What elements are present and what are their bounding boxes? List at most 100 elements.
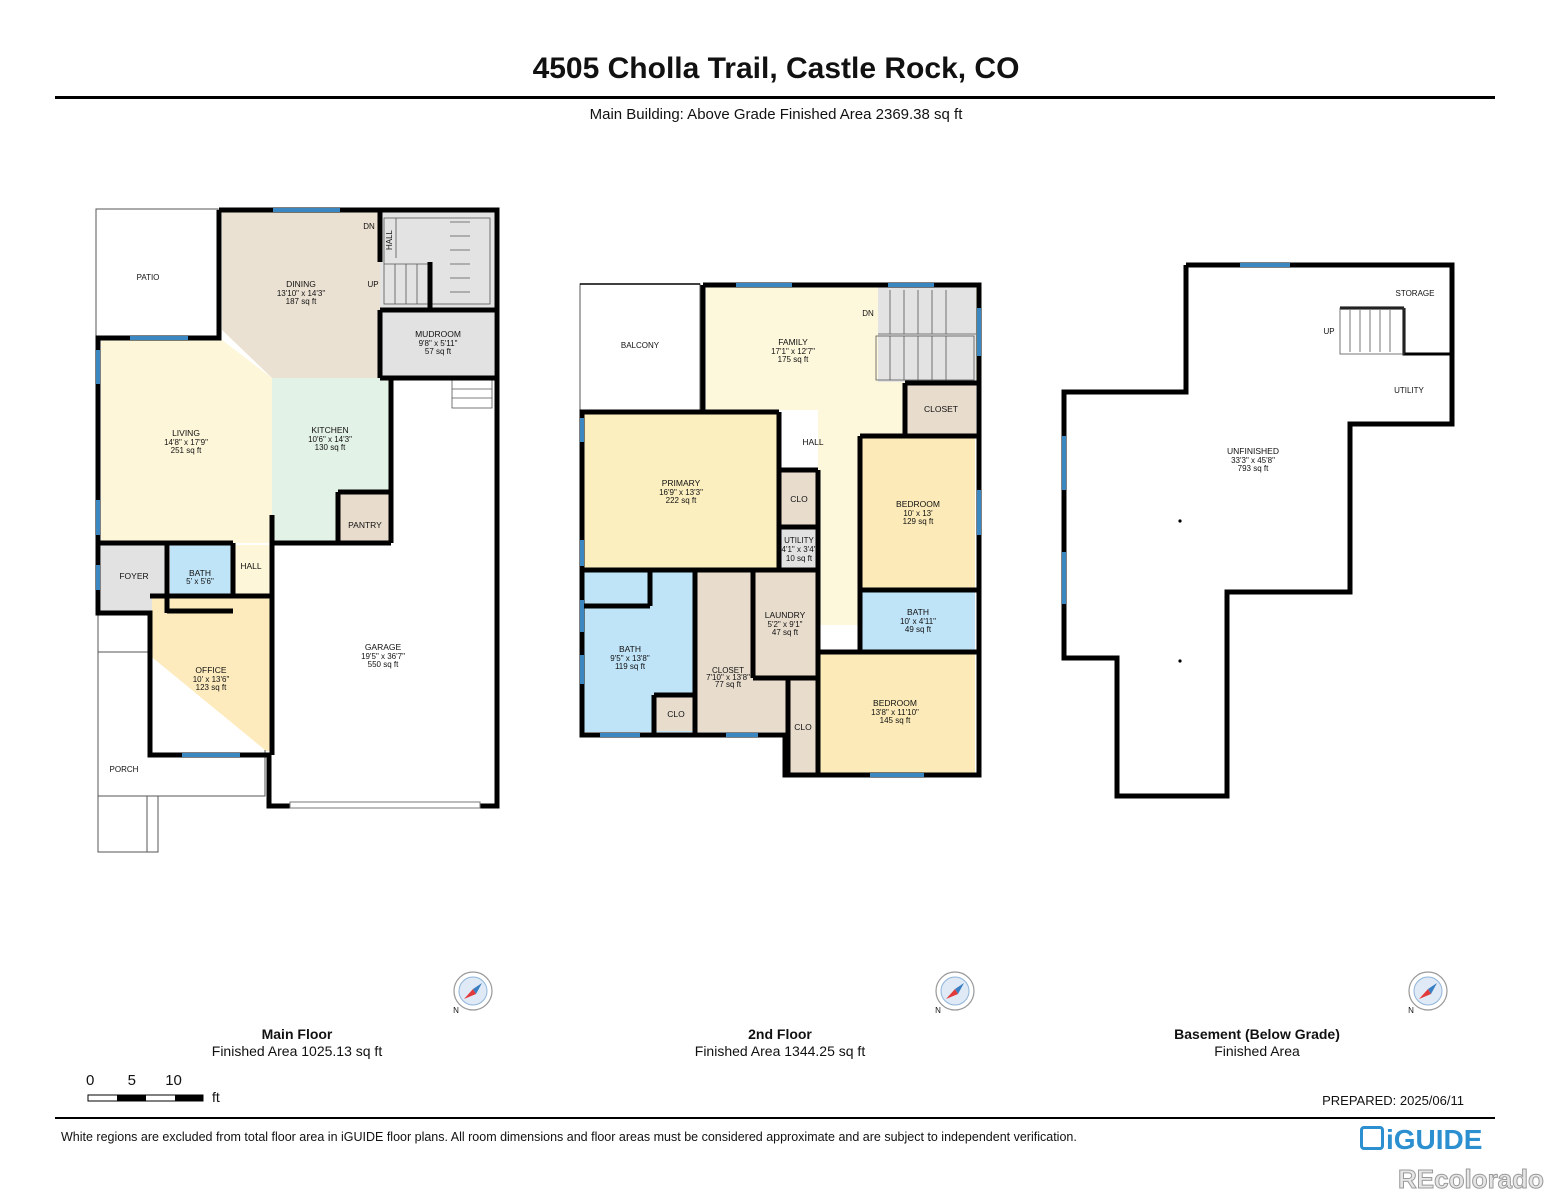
iguide-logo-icon — [1360, 1126, 1384, 1150]
bedroom2-label: BEDROOM — [873, 698, 917, 708]
mudroom-room — [382, 310, 494, 378]
basement-windows — [1062, 263, 1290, 604]
stair-hall-label: HALL — [385, 229, 394, 250]
scale-numbers: 0 5 10 — [86, 1072, 182, 1089]
second-windows — [580, 283, 981, 777]
column-2 — [1178, 659, 1182, 663]
closet2-dimensions: 7'10" x 13'8" — [706, 673, 750, 682]
dining-dimensions: 13'10" x 14'3" — [277, 289, 325, 298]
utility-dimensions: 4'1" x 3'4" — [782, 545, 817, 554]
porch-area — [97, 613, 266, 853]
bath2-area: 49 sq ft — [905, 625, 932, 634]
balcony-label: BALCONY — [621, 341, 660, 350]
clo-label-3: CLO — [794, 722, 812, 732]
bath2-label: BATH — [907, 607, 929, 617]
bedroom2-dimensions: 13'8" x 11'10" — [871, 708, 919, 717]
dn-label-2: DN — [862, 309, 874, 318]
bath2-room — [861, 591, 975, 651]
iguide-logo: iGUIDE — [1360, 1124, 1482, 1156]
kitchen-label: KITCHEN — [311, 425, 348, 435]
second-floor-plan: BALCONY FAMILY 17'1" x 12'7" 175 sq ft D… — [579, 282, 982, 778]
pantry-label: PANTRY — [348, 520, 382, 530]
dining-label: DINING — [286, 279, 316, 289]
basement-walls — [1061, 262, 1455, 799]
page-title: 4505 Cholla Trail, Castle Rock, CO — [532, 52, 1020, 85]
bath-big-area: 119 sq ft — [615, 662, 646, 671]
basement-up-label: UP — [1323, 327, 1334, 336]
iguide-logo-text: iGUIDE — [1386, 1124, 1483, 1155]
closet-room — [906, 384, 976, 436]
clo-label-1: CLO — [790, 494, 808, 504]
laundry-label: LAUNDRY — [765, 610, 806, 620]
main-floor-name: Main Floor — [261, 1026, 333, 1042]
office-dimensions: 10' x 13'6" — [193, 675, 230, 684]
stairs-2 — [875, 290, 976, 381]
closet-label: CLOSET — [924, 404, 958, 414]
primary-dimensions: 16'9" x 13'3" — [659, 488, 703, 497]
garage-door — [289, 801, 481, 809]
primary-room — [584, 414, 779, 570]
bedroom1-area: 129 sq ft — [903, 517, 934, 526]
garage-steps — [451, 379, 493, 409]
unfinished-label: UNFINISHED — [1227, 446, 1279, 456]
stair-up-label: UP — [367, 280, 378, 289]
living-label: LIVING — [172, 428, 200, 438]
utility-label: UTILITY — [784, 536, 814, 545]
footer-rule — [55, 1117, 1495, 1119]
basement-plan: STORAGE UP UTILITY UNFINISHED 33'3" x 45… — [1061, 262, 1455, 799]
second-floor-area: Finished Area 1344.25 sq ft — [694, 1043, 866, 1059]
scale-bar — [87, 1094, 204, 1102]
title-rule — [55, 96, 1495, 99]
bath-label: BATH — [189, 568, 211, 578]
porch-label: PORCH — [110, 765, 139, 774]
basement-area: Finished Area — [1214, 1043, 1300, 1059]
prepared-date: PREPARED: 2025/06/11 — [1322, 1093, 1464, 1108]
kitchen-dimensions: 10'6" x 14'3" — [308, 435, 352, 444]
disclaimer-text: White regions are excluded from total fl… — [61, 1130, 1077, 1144]
primary-label: PRIMARY — [662, 478, 701, 488]
garage-label: GARAGE — [365, 642, 402, 652]
bath-big-dimensions: 9'5" x 13'8" — [610, 654, 650, 663]
stair-area-2 — [878, 287, 976, 382]
bath-dimensions: 5' x 5'6" — [186, 577, 214, 586]
kitchen-area: 130 sq ft — [315, 443, 346, 452]
basement-utility-label: UTILITY — [1394, 386, 1424, 395]
office-area: 123 sq ft — [196, 683, 227, 692]
compass-icon-basement: N — [1408, 971, 1448, 1015]
main-floor-area: Finished Area 1025.13 sq ft — [211, 1043, 383, 1059]
second-walls — [579, 282, 982, 778]
basement-name: Basement (Below Grade) — [1174, 1026, 1340, 1042]
unfinished-dimensions: 33'3" x 45'8" — [1231, 456, 1275, 465]
pantry-room — [340, 494, 390, 542]
clo-room-1 — [781, 470, 818, 526]
page-subtitle: Main Building: Above Grade Finished Area… — [589, 106, 963, 123]
compass-icon-second: N — [935, 971, 975, 1015]
bedroom2-area: 145 sq ft — [880, 716, 911, 725]
garage-dimensions: 19'5" x 36'7" — [361, 652, 405, 661]
compass-icon-main: N — [453, 971, 493, 1015]
living-room — [101, 340, 272, 543]
svg-text:N: N — [935, 1006, 941, 1015]
utility-area: 10 sq ft — [786, 554, 813, 563]
family-dimensions: 17'1" x 12'7" — [771, 347, 815, 356]
bath-big-label: BATH — [619, 644, 641, 654]
second-floor-name: 2nd Floor — [748, 1026, 812, 1042]
clo-room-3 — [790, 679, 818, 773]
laundry-room — [755, 572, 818, 676]
clo-bath — [656, 695, 695, 731]
patio-label: PATIO — [137, 273, 160, 282]
family-label: FAMILY — [778, 337, 808, 347]
dining-area: 187 sq ft — [286, 297, 317, 306]
hall-area — [233, 545, 271, 595]
bedroom1-dimensions: 10' x 13' — [903, 509, 933, 518]
bath2-dimensions: 10' x 4'11" — [900, 617, 936, 626]
bedroom-room-1 — [861, 438, 975, 588]
patio-area — [95, 208, 219, 337]
bedroom-room-2 — [820, 652, 975, 773]
scale-unit: ft — [212, 1089, 220, 1105]
primary-area: 222 sq ft — [666, 496, 697, 505]
foyer-label: FOYER — [119, 571, 148, 581]
laundry-dimensions: 5'2" x 9'1" — [768, 620, 803, 629]
dining-room — [222, 212, 380, 378]
